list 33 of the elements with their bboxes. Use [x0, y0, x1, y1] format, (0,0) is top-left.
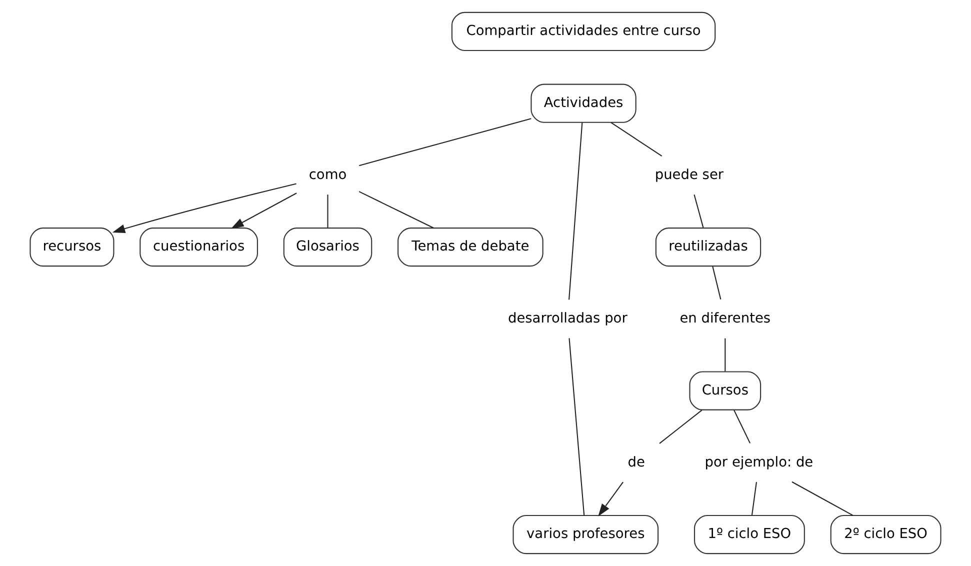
node-box: reutilizadas: [655, 228, 762, 267]
connector: [792, 481, 854, 516]
node-box: Actividades: [530, 84, 636, 123]
node-text: como: [308, 166, 347, 183]
connector: [568, 122, 583, 300]
connector: [610, 122, 662, 157]
arrow: [231, 192, 297, 229]
node-box: recursos: [30, 228, 114, 267]
node-text: puede ser: [654, 166, 724, 183]
node-box: 2º ciclo ESO: [830, 515, 942, 554]
connector: [358, 118, 532, 166]
node-text: en diferentes: [680, 310, 771, 327]
node-box: Glosarios: [283, 228, 372, 267]
connector: [734, 410, 751, 444]
node-text: de: [628, 454, 645, 470]
node-box: 1º ciclo ESO: [694, 515, 805, 554]
connector: [327, 194, 328, 228]
node-box: varios profesores: [512, 515, 659, 554]
connector: [724, 338, 726, 372]
connector: [751, 482, 757, 516]
connector: [659, 410, 702, 444]
connector: [712, 266, 722, 300]
node-box: Cursos: [689, 371, 762, 410]
node-text: por ejemplo: de: [704, 454, 814, 470]
node-box: Compartir actividades entre curso: [451, 12, 716, 51]
node-box: Temas de debate: [398, 228, 544, 267]
arrow: [598, 482, 624, 516]
arrow: [112, 183, 296, 233]
node-box: cuestionarios: [140, 228, 258, 267]
connector: [358, 191, 434, 228]
node-text: desarrolladas por: [508, 310, 628, 327]
connector: [694, 194, 704, 228]
connector: [568, 338, 585, 516]
